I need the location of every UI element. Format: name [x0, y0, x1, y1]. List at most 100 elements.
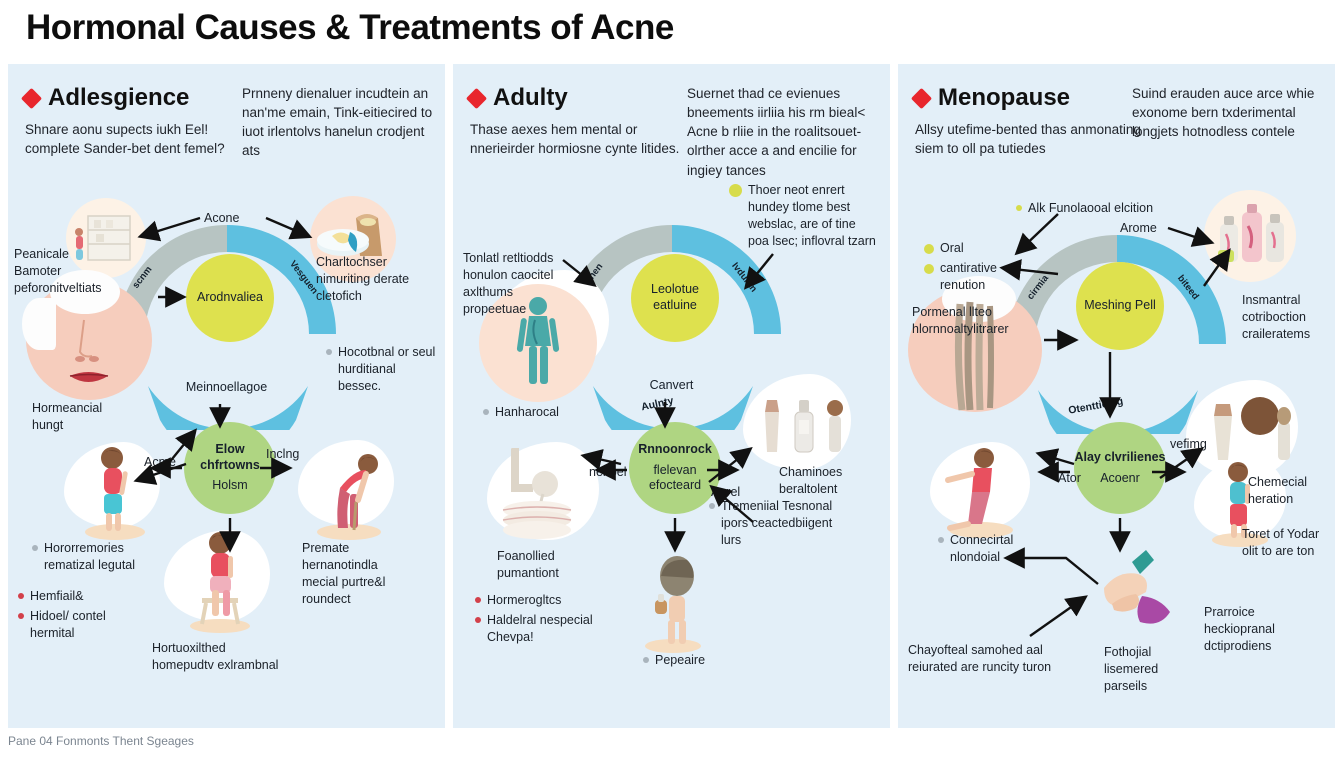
- list-item-label: Pepeaire: [655, 653, 706, 667]
- list-item: Alk Funolaooal elcition: [1016, 200, 1176, 217]
- illustration-hand-applicator: [1084, 548, 1192, 640]
- bullet-dot-icon: [643, 657, 649, 663]
- bullet-dot-icon: [938, 537, 944, 543]
- list-item-label: Hemfiail&: [30, 589, 84, 603]
- note-bottom-center: Hortuoxilthed homepudtv exlrambnal: [152, 641, 279, 672]
- hub-top: Arodnvaliea: [186, 254, 274, 342]
- illustration-makeup-brushes: [1192, 382, 1304, 480]
- list-item: Haldelral nespecial Chevpa!: [475, 612, 611, 646]
- note-right-mid: Chaminoes beraltolent: [779, 465, 843, 496]
- bullets-bottom-gray: Pepeaire: [643, 652, 753, 672]
- list-item: Connecirtal nlondoial: [938, 532, 1048, 566]
- bullets-left-gray: Hanharocal: [483, 404, 593, 424]
- arrow-label-2: vefimg: [1170, 437, 1207, 451]
- list-item: Hormerogltcs: [475, 592, 611, 609]
- panel-subtitle: Allsy utefime-bented thas anmonating sie…: [915, 122, 1141, 157]
- hub-top: Meshing Pell: [1076, 262, 1164, 350]
- list-item: Hemfiail&: [18, 588, 128, 605]
- note-bottom-right: Premate hernanotindla mecial purtre&l ro…: [302, 541, 386, 606]
- note-bottom-center: Fothojial lisemered parseils: [1104, 645, 1159, 693]
- bullets-right: Hocotbnal or seul hurditianal bessec.: [326, 344, 436, 398]
- list-item-label: Alk Funolaooal elcition: [1028, 201, 1154, 215]
- diamond-bullet-icon: [465, 87, 488, 109]
- hub-bottom-sublabel: Acoenr: [1100, 470, 1140, 485]
- list-item: Hanharocal: [483, 404, 593, 421]
- bullet-dot-icon: [709, 503, 715, 509]
- note-bottom-left: Chayofteal samohed aal reiurated are run…: [908, 643, 1052, 674]
- arrow-label-1: Acme: [144, 455, 176, 469]
- illustration-person-standing: [80, 444, 150, 540]
- list-item-label: Tremeniial Tesnonal ipors ceactedbiigent…: [721, 499, 833, 547]
- footer-caption: Pane 04 Fonmonts Thent Sgeages: [8, 734, 194, 748]
- bullets-right: Thoer neot enrert hundey tlome best webs…: [729, 182, 877, 253]
- illustration-person-stretch: [938, 440, 1024, 538]
- hub-bottom-label: Rnnoonrock: [638, 442, 712, 457]
- illustration-cosmetic-products: [749, 376, 859, 472]
- panel-title: Menopause: [938, 84, 1071, 111]
- arc-bottom: [148, 386, 308, 430]
- arrow-label-2: Inclng: [266, 447, 300, 461]
- list-item: Tremeniial Tesnonal ipors ceactedbiigent…: [709, 498, 837, 549]
- panel-strip: Adlesgience Shnare aonu supects iukh Eel…: [8, 64, 1336, 728]
- panel-intro: Suernet thad ce evienues bneements iirli…: [687, 86, 866, 178]
- hub-bottom-sublabel: Holsm: [212, 478, 248, 493]
- illustration-person-seated: [180, 526, 260, 634]
- panel-intro: Suind erauden auce arce whie exonome ber…: [1132, 86, 1315, 140]
- hub-top-label: Arodnvaliea: [196, 290, 263, 305]
- list-item-label: Hocotbnal or seul hurditianal bessec.: [338, 345, 436, 393]
- arc-bottom: [593, 386, 753, 430]
- illustration-face: [22, 270, 152, 400]
- bullets-top: Alk Funolaooal elcition: [1016, 200, 1176, 220]
- list-item-label: Thoer neot enrert hundey tlome best webs…: [748, 183, 876, 248]
- note-bottom-right: Prarroice heckiopranal dctiprodiens: [1204, 605, 1275, 653]
- bullets-bottom-gray: Connecirtal nlondoial: [938, 532, 1048, 569]
- list-item-label: Hanharocal: [495, 405, 559, 419]
- bullet-dot-icon: [924, 263, 934, 274]
- illustration-person-bending: [306, 444, 392, 540]
- bullet-dot-icon: [18, 593, 24, 599]
- bullet-dot-icon: [18, 612, 24, 619]
- note-bottom-left: Foanollied pumantiont: [497, 549, 559, 580]
- arc-top: [1008, 235, 1226, 344]
- diagram-stage: bornen Ivduran Aulnty Leolotue eatluine …: [453, 183, 890, 728]
- mid-label: Meinnoellagoe: [185, 380, 268, 394]
- list-item-label: Oral: [940, 241, 964, 255]
- hub-bottom-label: Alay clvrilienes: [1074, 449, 1166, 464]
- diagram-stage: scnm Vesguen Arodnvaliea Meinnoellagoe E…: [8, 192, 445, 728]
- panel-intro: Prnneny dienaluer incudtein an nan'me em…: [242, 86, 433, 159]
- note-right-top: Charltochser nimuriting derate cletofich: [316, 255, 410, 303]
- list-item: Hocotbnal or seul hurditianal bessec.: [326, 344, 436, 395]
- diamond-bullet-icon: [910, 87, 933, 109]
- bullets-left: Oral cantirative renution: [924, 240, 1028, 297]
- arrow-label-2: Anrel: [711, 485, 741, 499]
- hub-top: Leolotue eatluine: [631, 254, 719, 342]
- arrow-label-0: Arome: [1120, 221, 1157, 235]
- illustration-body-anatomy: [479, 284, 597, 402]
- panel-menopause: Menopause Allsy utefime-bented thas anmo…: [898, 64, 1335, 728]
- list-item: cantirative renution: [924, 260, 1028, 294]
- bullet-dot-icon: [475, 597, 481, 603]
- illustration-skincare-bottles: [1204, 190, 1296, 282]
- hub-bottom-sublabel: flelevan efocteard: [648, 462, 702, 493]
- panel-subtitle: Thase aexes hem mental or nnerieirder ho…: [470, 122, 680, 157]
- list-item: Pepeaire: [643, 652, 753, 669]
- note-left-top: Peanicale Bamoter peforonitveltiats: [14, 247, 102, 295]
- list-item: Hororremories rematizal legutal: [32, 540, 164, 574]
- bullets-bottom-red: Hormerogltcs Haldelral nespecial Chevpa!: [475, 592, 611, 649]
- page-title: Hormonal Causes & Treatments of Acne: [26, 8, 674, 47]
- note-right-lower: Toret of Yodar olit to are ton: [1242, 527, 1320, 558]
- list-item-label: Hororremories rematizal legutal: [44, 541, 136, 572]
- illustration-cotton-pads: [481, 442, 599, 544]
- mid-label: Canvert: [649, 378, 694, 392]
- list-item-label: Connecirtal nlondoial: [950, 533, 1014, 564]
- panel-header: Adlesgience Shnare aonu supects iukh Eel…: [20, 84, 254, 158]
- hub-bottom: Alay clvrilienes Acoenr: [1074, 422, 1166, 514]
- note-right-top: Insmantral cotriboction craileratems: [1242, 293, 1311, 341]
- bullets-bottom-right: Tremeniial Tesnonal ipors ceactedbiigent…: [709, 498, 837, 552]
- arc-bottom: [1038, 390, 1198, 434]
- arrow-label-1: nenoel: [589, 465, 627, 479]
- hub-bottom-label: Elow chfrtowns: [200, 442, 260, 472]
- list-item-label: Haldelral nespecial Chevpa!: [487, 612, 593, 644]
- diamond-bullet-icon: [20, 87, 43, 109]
- note-left-top: Tonlatl retltiodds honulon caocitel axlt…: [463, 251, 554, 316]
